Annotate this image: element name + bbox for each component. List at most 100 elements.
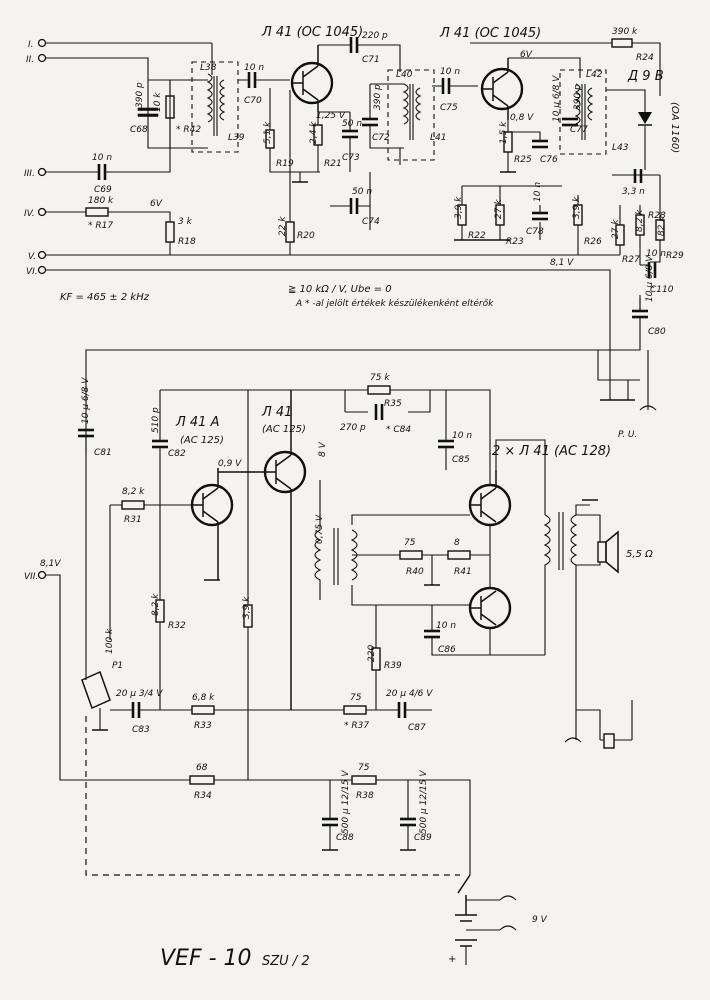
r34-value: 68 (196, 763, 208, 773)
wire (147, 79, 208, 149)
r20-resistor (285, 221, 295, 243)
r20-value: 22 k (278, 216, 288, 236)
input-i-terminal (37, 38, 47, 48)
c83-name: C83 (132, 725, 150, 735)
wire (109, 504, 192, 640)
v81-label: 8,1 V (550, 258, 574, 268)
earphone-jack (564, 737, 582, 743)
v08-label: 0,8 V (510, 113, 534, 123)
c89-value: 500 µ 12/15 V (419, 770, 429, 834)
c74-value: 50 n (352, 187, 372, 197)
r42-name: * R42 (176, 125, 201, 135)
coil-box-l38 (191, 61, 239, 153)
r37-name: * R37 (344, 721, 369, 731)
r35-value: 75 k (370, 373, 390, 383)
r26-name: R26 (584, 237, 602, 247)
coil-core (581, 84, 586, 140)
v09-label: 0,9 V (218, 459, 242, 469)
speaker-impedance: 5,5 Ω (626, 549, 653, 560)
t1-label: Л 41 (OC 1045) (261, 25, 363, 40)
c76-value: 10 µ 6/8 V (552, 75, 562, 122)
input-iv-terminal (37, 207, 47, 217)
r25-name: R25 (514, 155, 532, 165)
r19-value: 5,1 k (263, 121, 273, 144)
c86-name: C86 (438, 645, 456, 655)
r35-resistor (367, 385, 391, 395)
r34-resistor (189, 775, 215, 785)
c110-value: 10 n (646, 249, 666, 259)
r31-name: R31 (124, 515, 142, 525)
wire (318, 44, 401, 72)
r29-resistor (655, 219, 665, 241)
r25-value: 1,5 k (499, 121, 509, 144)
wire (46, 574, 471, 875)
r20-name: R20 (297, 231, 315, 241)
r31-resistor (121, 500, 145, 510)
c69-value: 10 n (92, 153, 112, 163)
coil-l38-symbol (206, 73, 213, 123)
input-wire (46, 42, 212, 80)
c82-value: 510 p (151, 407, 161, 433)
diode-name: Д 9 B (627, 69, 664, 84)
coil-l43-symbol (587, 87, 594, 121)
p1-value: 100 k (105, 628, 115, 654)
v6-top-label: 6V (520, 50, 533, 60)
c85-value: 10 n (452, 431, 472, 441)
battery-jack (499, 895, 517, 931)
c74-name: C74 (362, 217, 380, 227)
r40-resistor (399, 550, 423, 560)
c75-value: 10 n (440, 67, 460, 77)
wire (619, 175, 661, 310)
output-transformer-primary (495, 439, 551, 655)
input-vi-label: VI. (26, 267, 38, 277)
v8-label: 8 V (318, 441, 328, 457)
wire (160, 389, 491, 655)
switch-link (85, 716, 460, 876)
input-iii-label: III. (24, 169, 35, 179)
transistor-pp-top-symbol (470, 470, 497, 523)
input-v-label: V. (28, 252, 36, 262)
subtitle: SZU / 2 (262, 954, 310, 969)
r33-value: 6,8 k (192, 693, 215, 703)
c75-name: C75 (440, 103, 458, 113)
r33-name: R33 (194, 721, 212, 731)
r24-value: 390 k (612, 27, 638, 37)
r42-value: 10 k (153, 92, 163, 112)
r37-value: 75 (350, 693, 362, 703)
pu-label: P. U. (618, 430, 637, 440)
r17-name: * R17 (88, 221, 113, 231)
r17-value: 180 k (88, 196, 114, 206)
c73-value: 50 n (342, 119, 362, 129)
l40-label: L40 (396, 70, 413, 80)
r27-value: 27 k (611, 219, 621, 239)
l43-label: L43 (612, 143, 629, 153)
r21-value: 2,4 k (309, 121, 319, 144)
input-vi-terminal (37, 265, 47, 275)
p1-potentiometer (81, 670, 111, 710)
t3-label-b: (AC 125) (180, 435, 224, 446)
v6-iv-label: 6V (150, 199, 163, 209)
pu-jack (639, 405, 657, 411)
r23-name: R23 (506, 237, 524, 247)
r41-resistor (447, 550, 471, 560)
transistor-t3-symbol (192, 468, 219, 580)
c110-name: C110 (650, 285, 674, 295)
rail (46, 254, 620, 380)
wire (329, 780, 409, 850)
input-i-label: I. (28, 40, 34, 50)
c71-name: C71 (362, 55, 380, 65)
r29-value: 82 k (657, 216, 667, 236)
wire (46, 211, 171, 255)
wire (369, 83, 478, 165)
t2-label: Л 41 (OC 1045) (439, 26, 541, 41)
coil-l40-symbol (402, 83, 409, 125)
c76-name: C76 (540, 155, 558, 165)
kf-note: KF = 465 ± 2 kHz (60, 292, 150, 303)
r39-value: 220 (367, 645, 377, 662)
star-note: A * -al jelölt értékek készülékenként el… (295, 298, 494, 309)
t4-label-b: (AC 125) (262, 424, 306, 435)
c70-value: 10 n (244, 63, 264, 73)
transistor-t1-symbol (292, 45, 319, 112)
c78-value: 10 n (533, 182, 543, 202)
